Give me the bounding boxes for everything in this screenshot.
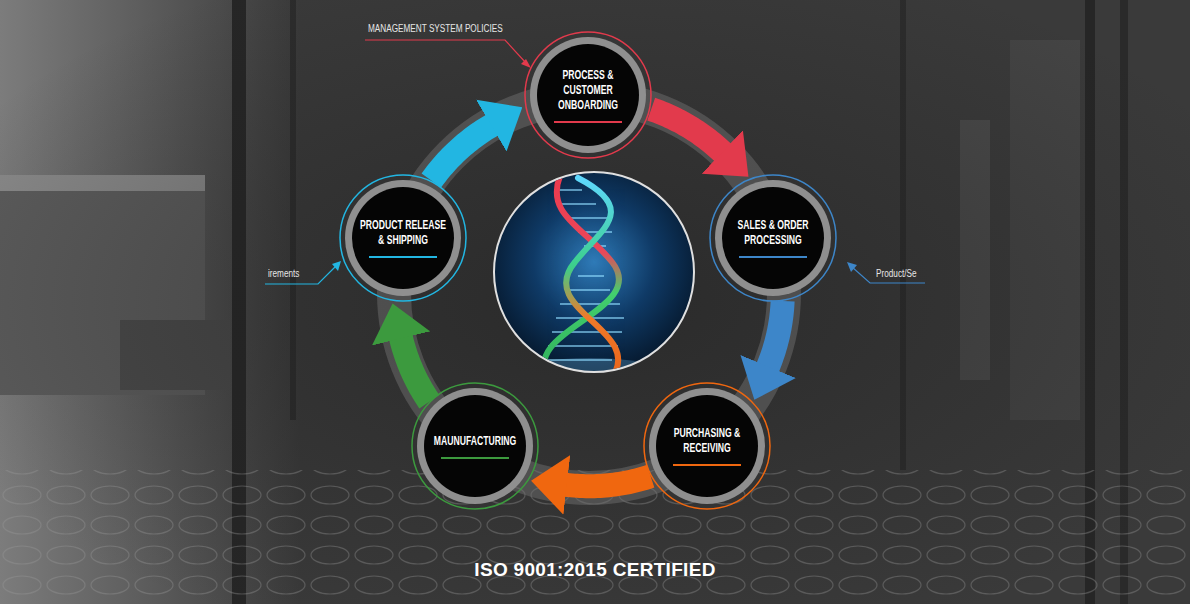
flow-arrow xyxy=(651,109,723,153)
flow-arrow xyxy=(768,301,783,368)
step-label: SALES & ORDER PROCESSING xyxy=(727,218,819,248)
accent-underline xyxy=(673,464,741,466)
step-label: MAUNUFACTURING xyxy=(429,434,521,449)
callout-label: MANAGEMENT SYSTEM POLICIES xyxy=(368,23,503,35)
leader-line xyxy=(365,40,531,68)
process-circle: PRODUCT RELEASE & SHIPPING xyxy=(338,173,468,303)
callout-label: irements xyxy=(268,268,299,280)
callout-label: Product/Se xyxy=(876,268,917,280)
step-label: PROCESS & CUSTOMER ONBOARDING xyxy=(542,68,634,113)
process-circle: SALES & ORDER PROCESSING xyxy=(708,173,838,303)
process-circle: PROCESS & CUSTOMER ONBOARDING xyxy=(523,30,653,160)
step-label: PRODUCT RELEASE & SHIPPING xyxy=(357,218,449,248)
flow-arrow xyxy=(401,337,429,401)
accent-underline xyxy=(369,256,437,258)
flow-arrow xyxy=(566,476,651,486)
accent-underline xyxy=(554,121,622,123)
dna-illustration xyxy=(494,172,694,386)
leader-line xyxy=(265,261,341,284)
process-circle: MAUNUFACTURING xyxy=(410,381,540,511)
accent-underline xyxy=(739,256,807,258)
leader-line xyxy=(847,262,925,283)
accent-underline xyxy=(441,457,509,459)
process-circle: PURCHASING & RECEIVING xyxy=(642,381,772,511)
step-label: PURCHASING & RECEIVING xyxy=(661,426,753,456)
certification-caption: ISO 9001:2015 CERTIFIED xyxy=(0,558,1190,582)
flow-arrow xyxy=(431,125,492,181)
